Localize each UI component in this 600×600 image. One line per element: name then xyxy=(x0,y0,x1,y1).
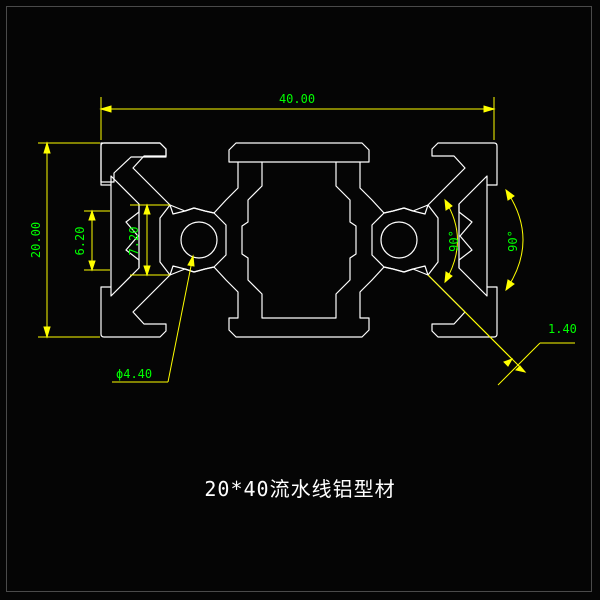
hole-leader-diagonal xyxy=(167,255,194,383)
left-slot-groove xyxy=(110,185,140,287)
thickness-label: 1.40 xyxy=(548,322,577,336)
width-arrow-right xyxy=(483,105,496,113)
slot-opening-label: 6.20 xyxy=(73,227,87,256)
thickness-arrow-1 xyxy=(503,358,514,367)
thickness-dim-line xyxy=(497,342,541,386)
slot-depth-arrow-bottom xyxy=(143,265,151,277)
height-arrow-bottom xyxy=(43,326,51,339)
slot-open-arrow-bottom xyxy=(88,260,96,272)
angle-arc-outer xyxy=(505,189,524,291)
height-arrow-top xyxy=(43,141,51,154)
right-center-hole xyxy=(380,221,418,259)
profile-outer-contour xyxy=(100,142,498,338)
drawing-title: 20*40流水线铝型材 xyxy=(0,473,600,502)
hole-leader-arrow xyxy=(187,254,195,267)
hole-diameter-label: ϕ4.40 xyxy=(116,367,152,381)
thickness-arrow-2 xyxy=(515,365,527,373)
slot-depth-label: 7.20 xyxy=(127,227,141,256)
title-code: 20*40 xyxy=(204,477,270,501)
slot-depth-arrow-top xyxy=(143,203,151,215)
angle-outer-arrow-bottom xyxy=(505,279,515,292)
thickness-ext-2 xyxy=(464,311,526,373)
right-slot-groove xyxy=(458,185,488,287)
angle-label-1: 90° xyxy=(447,230,461,252)
width-arrow-left xyxy=(99,105,112,113)
dimension-lines xyxy=(38,97,575,386)
slot-open-arrow-top xyxy=(88,209,96,221)
profile-center-cavity xyxy=(241,161,357,319)
angle-inner-arrow-bottom xyxy=(444,271,453,284)
title-name: 流水线铝型材 xyxy=(269,477,396,501)
angle-label-2: 90° xyxy=(506,230,520,252)
width-label: 40.00 xyxy=(279,92,315,106)
height-label: 20.00 xyxy=(29,222,43,258)
dimension-labels: 40.00 20.00 6.20 7.20 ϕ4.40 90° 90° 1.40 xyxy=(29,92,577,381)
profile-outline xyxy=(100,142,498,338)
left-center-hole xyxy=(180,221,218,259)
right-boss-outline xyxy=(371,204,439,276)
angle-inner-arrow-top xyxy=(444,198,453,211)
left-boss-outline xyxy=(159,204,227,276)
angle-outer-arrow-top xyxy=(505,188,515,201)
